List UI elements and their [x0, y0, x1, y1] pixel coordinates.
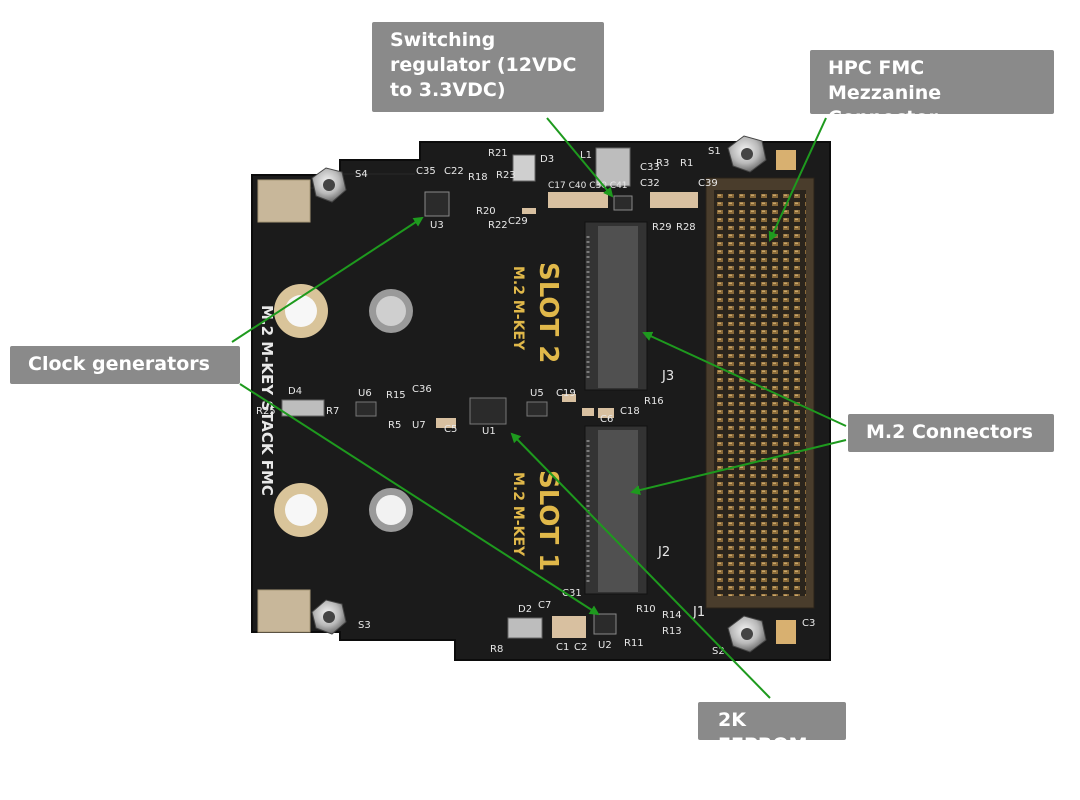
refdes-c36: C36 — [412, 384, 432, 395]
refdes-u2: U2 — [598, 640, 612, 651]
callout-hpc-fmc-connector: HPC FMC Mezzanine Connector — [810, 50, 1054, 129]
refdes-c19: C19 — [556, 388, 576, 399]
refdes-u6: U6 — [358, 388, 372, 399]
refdes-c1: C1 — [556, 642, 569, 653]
refdes-c35: C35 — [416, 166, 436, 177]
refdes-c31: C31 — [562, 588, 582, 599]
mounting-holes — [274, 284, 413, 537]
refdes-r23: R23 — [496, 170, 516, 181]
refdes-r29: R29 — [652, 222, 672, 233]
refdes-s4: S4 — [355, 169, 368, 180]
arrow-switching-regulator — [546, 117, 614, 198]
refdes-r16: R16 — [644, 396, 664, 407]
callout-eeprom: 2K EEPROM — [698, 702, 846, 756]
refdes-c3: C3 — [802, 618, 815, 629]
refdes-j3: J3 — [661, 369, 674, 384]
refdes-c7: C7 — [538, 600, 551, 611]
refdes-cap-stack: C17 C40 C30 C41 — [548, 181, 628, 191]
arrow-clock-generator-u3 — [231, 216, 424, 343]
arrow-eeprom — [510, 432, 771, 699]
gold-pad-top-left — [257, 179, 311, 223]
refdes-u3: U3 — [430, 220, 444, 231]
slot1-subtitle: M.2 M-KEY — [510, 472, 526, 557]
refdes-c29: C29 — [508, 216, 528, 227]
refdes-c33: C33 — [640, 162, 660, 173]
refdes-c6: C6 — [600, 414, 613, 425]
refdes-u5: U5 — [530, 388, 544, 399]
arrow-m2-j2 — [630, 439, 847, 495]
refdes-u7: U7 — [412, 420, 426, 431]
refdes-r3: R3 — [656, 158, 669, 169]
standoffs — [311, 135, 767, 653]
refdes-r20: R20 — [476, 206, 496, 217]
refdes-c18: C18 — [620, 406, 640, 417]
slot2-subtitle: M.2 M-KEY — [510, 266, 526, 351]
arrow-hpc-fmc — [768, 117, 827, 242]
refdes-r15: R15 — [386, 390, 406, 401]
refdes-s2: S2 — [712, 646, 725, 657]
slot2-title: SLOT 2 — [533, 262, 563, 363]
refdes-u1: U1 — [482, 426, 496, 437]
refdes-r10: R10 — [636, 604, 656, 615]
refdes-d3: D3 — [540, 154, 554, 165]
slot1-title: SLOT 1 — [533, 470, 563, 571]
refdes-d2: D2 — [518, 604, 532, 615]
refdes-c32: C32 — [640, 178, 660, 189]
refdes-j1: J1 — [692, 605, 705, 620]
refdes-r13: R13 — [662, 626, 682, 637]
refdes-j2: J2 — [657, 545, 670, 560]
refdes-r21: R21 — [488, 148, 508, 159]
refdes-r11: R11 — [624, 638, 644, 649]
refdes-c5: C5 — [444, 424, 457, 435]
refdes-r14: R14 — [662, 610, 682, 621]
fmc-connector-j1 — [705, 177, 815, 609]
refdes-r28: R28 — [676, 222, 696, 233]
refdes-s3: S3 — [358, 620, 371, 631]
refdes-c2: C2 — [574, 642, 587, 653]
refdes-labels: S1 S2 S3 S4 J1 J2 J3 U1 U2 U3 U5 U6 U7 D… — [256, 146, 815, 657]
refdes-r1: R1 — [680, 158, 693, 169]
refdes-s1: S1 — [708, 146, 721, 157]
refdes-d4: D4 — [288, 386, 302, 397]
refdes-l1: L1 — [580, 150, 592, 161]
callout-clock-generators: Clock generators — [10, 346, 240, 384]
refdes-r8: R8 — [490, 644, 503, 655]
callout-switching-regulator: Switching regulator (12VDC to 3.3VDC) — [372, 22, 604, 112]
refdes-c39: C39 — [698, 178, 718, 189]
gold-pad-bottom-left — [257, 589, 311, 633]
arrow-m2-j3 — [642, 331, 847, 427]
callout-m2-connectors: M.2 Connectors — [848, 414, 1054, 452]
components — [281, 147, 796, 644]
refdes-c22: C22 — [444, 166, 464, 177]
arrow-clock-generator-u2 — [239, 383, 600, 616]
refdes-r22: R22 — [488, 220, 508, 231]
refdes-r7: R7 — [326, 406, 339, 417]
refdes-r18: R18 — [468, 172, 488, 183]
refdes-r5: R5 — [388, 420, 401, 431]
annotation-arrows — [231, 117, 847, 699]
m2-connector-j2 — [584, 425, 648, 595]
m2-connector-j3 — [584, 221, 648, 391]
refdes-r25: R25 — [256, 406, 276, 417]
